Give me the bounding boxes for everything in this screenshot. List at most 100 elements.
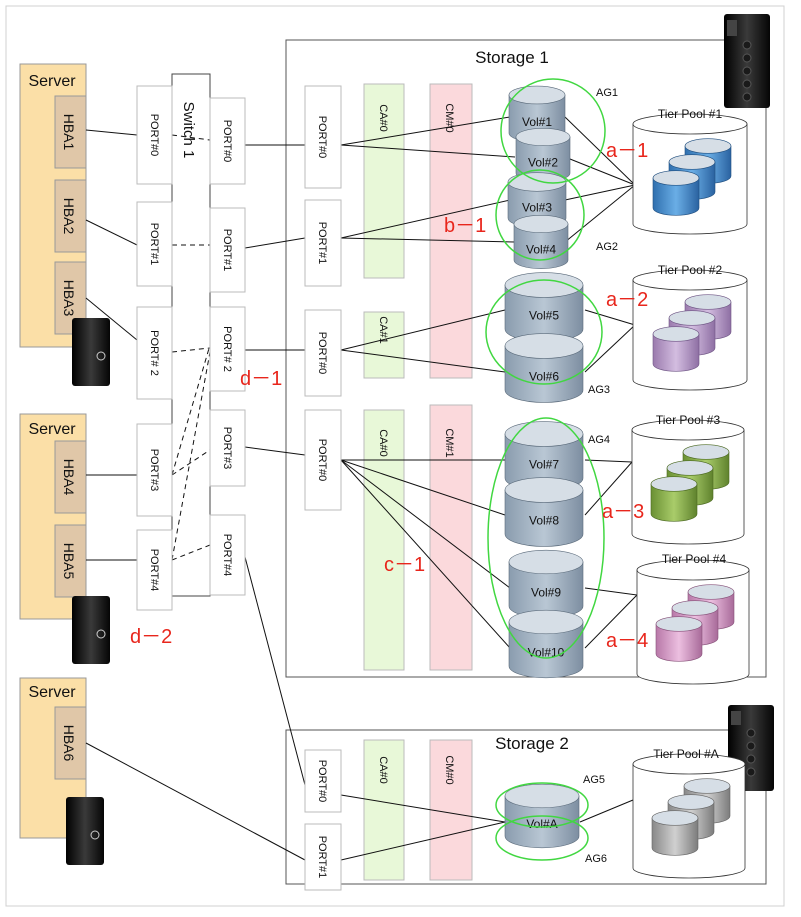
server-tower-icon [66,797,104,865]
volume-label: Vol#8 [529,513,559,527]
switch-port-label: PORT#4 [221,534,233,577]
volume-label: Vol#3 [522,201,552,215]
switch-port [136,423,173,517]
tier-pool [632,269,748,391]
volume-label: Vol#7 [529,457,559,471]
ca-bar [363,83,405,279]
switch-port [209,97,246,185]
server-1: Server HBA1 HBA2 HBA3 [19,63,87,348]
switch-port [136,85,173,185]
connection-lines [85,116,638,861]
server-1-title: Server [28,73,76,90]
cm-label: CM#1 [443,428,455,457]
cm-label: CM#0 [443,755,455,784]
ca-bar [363,739,405,881]
switch-port [136,529,173,611]
volume [508,609,584,679]
switch-1-title: Switch 1 [180,102,197,159]
storage-tower-icon [724,14,770,108]
volume-label: Vol#6 [529,369,559,383]
volume-label: Vol#1 [522,115,552,129]
storage-port [304,749,342,813]
tier-pool [631,419,745,545]
storage-port-label: PORT#1 [316,836,328,879]
storage-port-label: PORT#0 [316,116,328,159]
ag-label: AG1 [596,87,618,99]
hba4 [54,440,87,514]
hba5-label: HBA5 [61,543,77,580]
storage-1-title: Storage 1 [475,48,549,67]
switch-port-label: PORT#3 [148,449,160,492]
ag-label: AG4 [588,434,610,446]
switch-right-ports: PORT#0 PORT#1 PORT# 2 PORT#3 PORT#4 [209,97,246,596]
switch-port [136,201,173,287]
annotation-a2: a－2 [606,289,648,311]
server-3-title: Server [28,684,76,701]
pool-disk [655,616,703,662]
hba5 [54,524,87,598]
ca-label: CA#0 [377,429,389,457]
annotation-a3: a－3 [602,501,644,523]
server-tower-icon [72,318,110,386]
ag1-ring [500,78,606,184]
storage-port-label: PORT#0 [316,332,328,375]
volumes: Vol#1Vol#2Vol#3Vol#4Vol#5Vol#6Vol#7Vol#8… [504,85,584,849]
annotation-c1: c－1 [384,554,425,576]
storage-port [304,309,342,397]
server-tower-icon [72,596,110,664]
ag6-ring [495,815,589,861]
switch-port [209,514,246,596]
volume [504,272,584,342]
tier-pool-label: Tier Pool #1 [658,107,723,121]
storage-2-title: Storage 2 [495,734,569,753]
ag-label: AG3 [588,384,610,396]
storage-port-label: PORT#0 [316,760,328,803]
ca-label: CA#0 [377,104,389,132]
storage-ports: PORT#0 PORT#1 PORT#0 PORT#0 PORT#0 PORT#… [304,85,342,891]
hba2 [54,179,87,253]
cm-bar [429,404,473,671]
ca-label: CA#0 [377,756,389,784]
storage-port [304,823,342,891]
switch-port-label: PORT#3 [221,427,233,470]
switch-port-label: PORT#1 [148,223,160,266]
switch-port [209,409,246,487]
pool-disk [651,810,699,856]
tier-pool [632,753,746,879]
server-2-title: Server [28,421,76,438]
ag-label: AG6 [585,853,607,865]
hba4-label: HBA4 [61,459,77,496]
tier-pool-label: Tier Pool #2 [658,263,723,277]
hba1-label: HBA1 [61,114,77,151]
tier-pool-label: Tier Pool #4 [662,552,727,566]
tier-pool-label: Tier Pool #A [653,747,719,761]
affinity-group-rings [485,78,606,861]
switch-port [136,306,173,400]
annotation-d1: d－1 [240,368,282,390]
annotation-d2: d－2 [130,626,172,648]
ag4-ring [487,417,605,659]
hba6-label: HBA6 [61,725,77,762]
tier-pool-label: Tier Pool #3 [656,413,721,427]
hba2-label: HBA2 [61,198,77,235]
storage-port [304,85,342,189]
hba1 [54,95,87,169]
switch-port [209,207,246,293]
switch-1: Switch 1 [171,73,211,597]
volume-label: Vol#4 [526,243,556,257]
switch-port-label: PORT# 2 [221,326,233,372]
storage-port [304,199,342,287]
tier-pool [632,113,748,235]
ca-label: CA#1 [377,316,389,344]
volume-label: Vol#A [526,817,557,831]
ag2-ring [495,169,585,261]
volume [504,333,584,403]
annotation-b1: b－1 [444,215,486,237]
switch-port-label: PORT# 2 [148,330,160,376]
volume [508,549,584,619]
annotation-a4: a－4 [606,630,648,652]
ag-label: AG2 [596,241,618,253]
ag5-ring [495,782,589,828]
pool-disk [650,476,698,522]
cm-bar [429,739,473,881]
